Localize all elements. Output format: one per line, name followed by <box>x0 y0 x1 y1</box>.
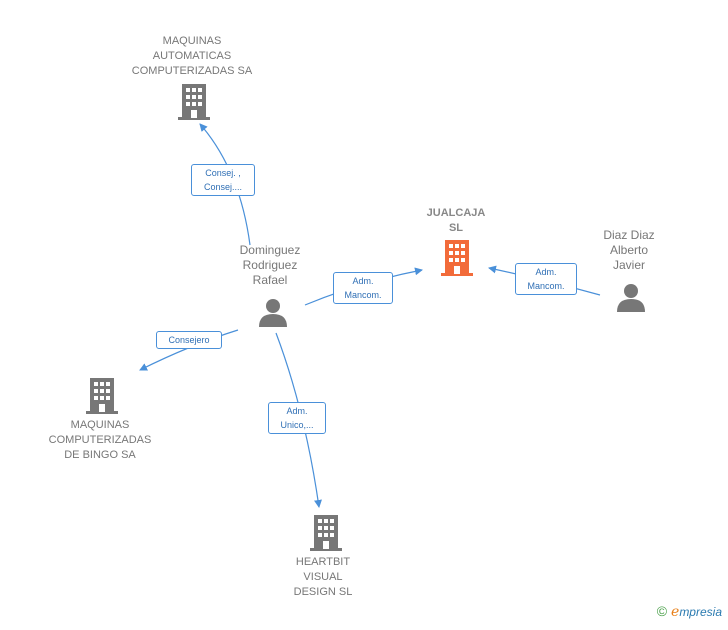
building-icon[interactable] <box>178 84 210 120</box>
brand-logo-e: e <box>671 604 680 620</box>
node-label-heartbit[interactable]: HEARTBIT VISUAL DESIGN SL <box>293 556 353 598</box>
edge-label-consejero[interactable]: Consejero <box>156 331 222 349</box>
node-label-diaz[interactable]: Diaz Diaz Alberto Javier <box>603 228 655 272</box>
person-icon[interactable] <box>616 282 646 312</box>
building-icon-focus[interactable] <box>441 240 473 276</box>
footer-brand: ©empresia <box>657 603 722 620</box>
node-label-maquinas-bingo[interactable]: MAQUINAS COMPUTERIZADAS DE BINGO SA <box>48 419 152 461</box>
node-label-dominguez[interactable]: Dominguez Rodriguez Rafael <box>239 243 301 287</box>
person-icon[interactable] <box>258 297 288 327</box>
copyright-icon: © <box>656 603 668 619</box>
edge-label-adm-mancom[interactable]: Adm. Mancom. <box>333 272 393 304</box>
brand-logo-text: mpresia <box>679 605 722 619</box>
edge-label-consej[interactable]: Consej. , Consej.... <box>191 164 255 196</box>
building-icon[interactable] <box>86 378 118 414</box>
edge-label-adm-mancom[interactable]: Adm. Mancom. <box>515 263 577 295</box>
node-label-jualcaja[interactable]: JUALCAJA SL <box>426 207 486 234</box>
building-icon[interactable] <box>310 515 342 551</box>
node-label-maquinas-automaticas[interactable]: MAQUINAS AUTOMATICAS COMPUTERIZADAS SA <box>131 35 253 77</box>
edge-label-adm-unico[interactable]: Adm. Unico,... <box>268 402 326 434</box>
